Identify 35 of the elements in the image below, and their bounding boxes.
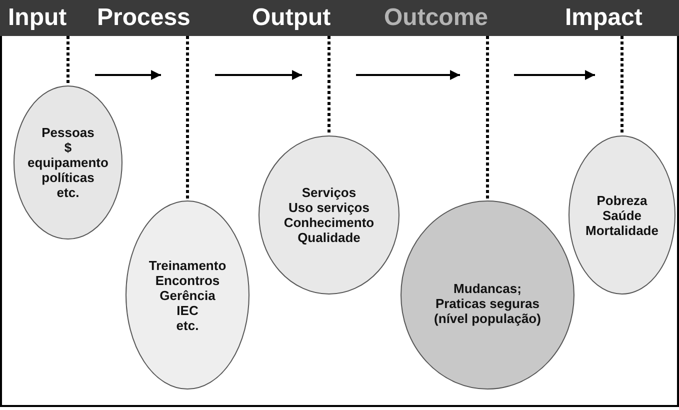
- node-text: (nível população): [434, 310, 541, 326]
- node-text: Praticas seguras: [435, 296, 540, 310]
- node-text: Pobreza: [596, 192, 648, 208]
- ellipse-node: [400, 200, 575, 390]
- column-heading: Output: [252, 0, 331, 36]
- dotted-line: [328, 36, 330, 135]
- node-text: Pessoas: [42, 125, 94, 140]
- dotted-line: [186, 36, 189, 200]
- node-text: equipamento: [28, 155, 108, 170]
- node-text: Mortalidade: [586, 222, 658, 238]
- dotted-line: [620, 36, 624, 135]
- column-heading: Outcome: [384, 0, 488, 36]
- node-text: políticas: [42, 170, 94, 185]
- node-text: Encontros: [155, 272, 220, 288]
- node-text: $: [64, 140, 72, 155]
- node-text: Gerência: [160, 288, 216, 302]
- node-text: etc.: [56, 185, 80, 200]
- node-text: Treinamento: [148, 258, 226, 272]
- node-text: Serviços: [302, 185, 356, 200]
- node-text: Conhecimento: [284, 215, 374, 230]
- node-text: Saúde: [602, 208, 642, 222]
- node-text: Mudancas;: [454, 280, 522, 296]
- node-text: IEC: [176, 302, 198, 318]
- ellipse-node: [568, 135, 676, 295]
- ellipse-node: [125, 200, 250, 390]
- ellipse-node: [258, 135, 400, 295]
- node-text: Qualidade: [298, 230, 360, 245]
- dotted-line: [486, 36, 489, 200]
- column-heading: Impact: [565, 0, 642, 36]
- node-text: etc.: [176, 318, 199, 332]
- column-heading: Input: [8, 0, 67, 36]
- node-text: Uso serviços: [288, 200, 370, 215]
- dotted-line: [66, 36, 70, 85]
- column-heading: Process: [97, 0, 190, 36]
- ellipse-node: [13, 85, 123, 240]
